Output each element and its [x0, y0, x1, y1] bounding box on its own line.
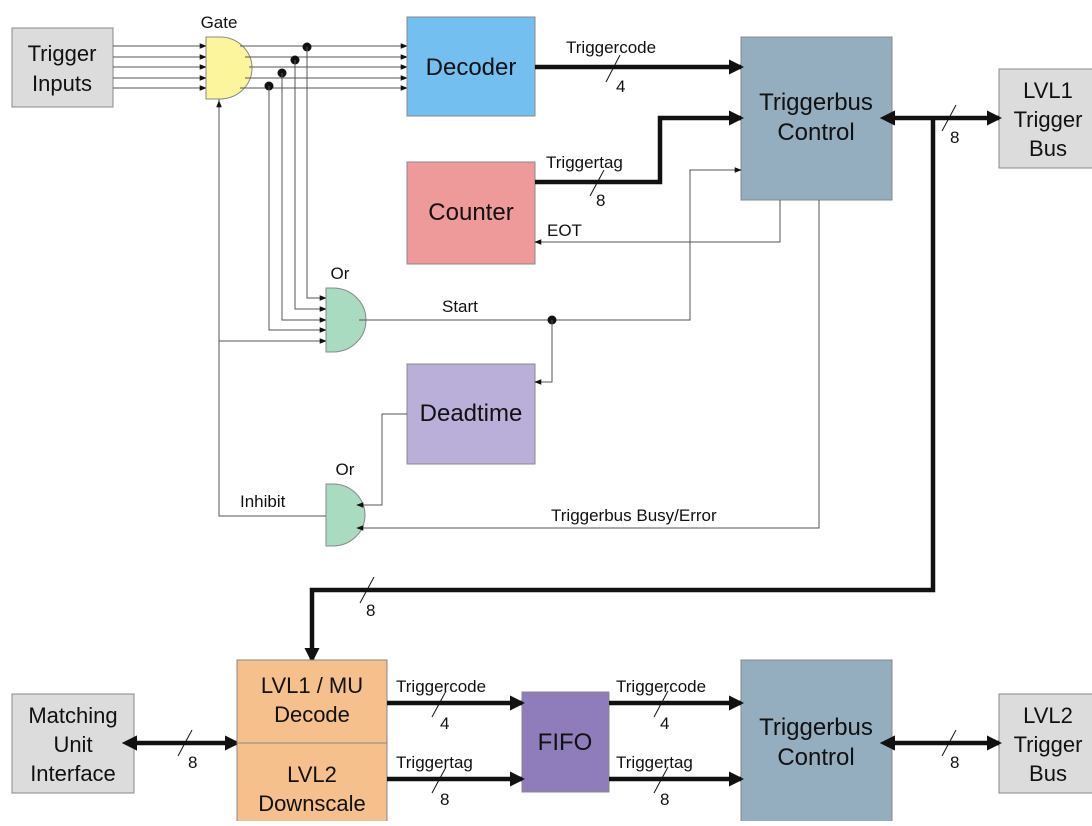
triggercode-top-bus: Triggercode 4: [535, 38, 745, 96]
lvl1-bus-width: 8: [950, 128, 959, 147]
fifo-block: FIFO: [521, 691, 610, 793]
eot-label: EOT: [547, 221, 582, 240]
or-tap-lines: [218, 42, 327, 344]
lvl1-mu-decode-label-2: Decode: [274, 702, 350, 727]
trigger-input-lines: [113, 43, 207, 91]
triggertag-top-bus: Triggertag 8: [535, 110, 745, 210]
trigger-inputs-rect: [11, 27, 114, 108]
triggerbus-control-top-label-1: Triggerbus: [759, 89, 873, 116]
lvl1-bidirectional-bus: 8: [879, 104, 1003, 147]
matching-unit-label-1: Matching: [28, 703, 117, 728]
lvl2-trigger-bus-block: LVL2 Trigger Bus: [998, 693, 1092, 794]
fifo-label: FIFO: [538, 729, 593, 756]
triggercode-top-label: Triggercode: [566, 38, 656, 57]
lvl2-trigger-bus-label-3: Bus: [1029, 761, 1067, 786]
matching-unit-interface-rect: [11, 693, 135, 794]
or-gate-top-shape: [325, 287, 367, 353]
deadtime-label: Deadtime: [420, 400, 523, 427]
busy-error-label: Triggerbus Busy/Error: [551, 506, 717, 525]
or-gate-bottom: Or: [325, 460, 366, 547]
counter-rect: [406, 161, 536, 265]
deadtime-to-or-line: [356, 413, 407, 508]
lvl1-trigger-bus-label-2: Trigger: [1014, 107, 1083, 132]
lvl1-mu-decode-block: LVL1 / MU Decode: [236, 659, 388, 744]
gate-shape: [205, 36, 253, 100]
decoder-block: Decoder: [406, 16, 536, 117]
lvl2-downscale-rect: [236, 742, 388, 826]
gate-output-lines: [240, 43, 408, 91]
decoder-rect: [406, 16, 536, 117]
triggercode-right-bus: Triggercode 4: [609, 677, 745, 733]
counter-label: Counter: [428, 199, 513, 226]
triggercode-mid-width: 4: [440, 714, 449, 733]
triggerbus-control-top-label-2: Control: [777, 119, 854, 146]
lvl2-trigger-bus-rect: [998, 693, 1092, 794]
triggercode-mid-label: Triggercode: [396, 677, 486, 696]
triggertag-mid-width: 8: [440, 790, 449, 809]
matching-bidirectional-bus: 8: [121, 729, 241, 772]
or-gate-top-label: Or: [331, 264, 350, 283]
triggercode-mid-bus: Triggercode 4: [387, 677, 526, 733]
lvl2-downscale-label-2: Downscale: [258, 791, 366, 816]
lvl2-bidirectional-bus: 8: [879, 729, 1003, 772]
inhibit-label: Inhibit: [240, 492, 286, 511]
lvl2-downscale-block: LVL2 Downscale: [236, 742, 388, 826]
matching-bus-width: 8: [188, 753, 197, 772]
deadtime-rect: [406, 363, 536, 465]
lvl1-trigger-bus-label-3: Bus: [1029, 136, 1067, 161]
lvl2-trigger-bus-label-2: Trigger: [1014, 732, 1083, 757]
triggerbus-control-bottom-label-2: Control: [777, 744, 854, 771]
or-gate-top: Or: [325, 264, 367, 353]
fifo-rect: [521, 691, 610, 793]
triggertag-right-label: Triggertag: [616, 753, 693, 772]
gate: Gate: [201, 13, 253, 100]
lvl1-mu-decode-rect: [236, 659, 388, 744]
eot-line: EOT: [534, 200, 781, 245]
lvl1-trigger-bus-rect: [998, 68, 1092, 169]
start-label: Start: [442, 297, 478, 316]
lvl2-downscale-label-1: LVL2: [287, 762, 337, 787]
lvl1-trigger-bus-block: LVL1 Trigger Bus: [998, 68, 1092, 169]
triggertag-top-label: Triggertag: [546, 153, 623, 172]
decoder-label: Decoder: [426, 54, 517, 81]
trigger-inputs-label-2: Inputs: [32, 71, 92, 96]
triggercode-right-width: 4: [660, 714, 669, 733]
triggertag-mid-label: Triggertag: [396, 753, 473, 772]
lvl1-to-decode-bus: 8: [304, 118, 936, 664]
lvl2-bus-width: 8: [950, 753, 959, 772]
gate-label: Gate: [201, 13, 238, 32]
triggertag-right-bus: Triggertag 8: [609, 753, 745, 809]
triggercode-top-width: 4: [616, 77, 625, 96]
or-gate-bottom-shape: [325, 483, 366, 547]
triggertag-top-width: 8: [596, 191, 605, 210]
triggerbus-control-bottom-label-1: Triggerbus: [759, 714, 873, 741]
trigger-inputs-block: Trigger Inputs: [11, 27, 114, 108]
lvl1-mu-decode-label-1: LVL1 / MU: [261, 673, 363, 698]
trigger-inputs-label-1: Trigger: [28, 41, 97, 66]
matching-unit-label-3: Interface: [30, 761, 116, 786]
start-line: Start: [359, 167, 742, 385]
triggercode-right-label: Triggercode: [616, 677, 706, 696]
busy-error-line: Triggerbus Busy/Error: [356, 200, 820, 531]
triggertag-mid-bus: Triggertag 8: [387, 753, 526, 809]
matching-unit-interface-block: Matching Unit Interface: [11, 693, 135, 794]
or-gate-bottom-label: Or: [336, 460, 355, 479]
triggerbus-control-top-rect: [740, 36, 893, 201]
counter-block: Counter: [406, 161, 536, 265]
down-bus-width: 8: [366, 601, 375, 620]
triggerbus-control-bottom-rect: [740, 659, 893, 826]
inhibit-line: Inhibit: [216, 100, 326, 517]
matching-unit-label-2: Unit: [53, 732, 92, 757]
triggertag-right-width: 8: [660, 790, 669, 809]
lvl2-trigger-bus-label-1: LVL2: [1023, 703, 1073, 728]
lvl1-trigger-bus-label-1: LVL1: [1023, 78, 1073, 103]
deadtime-block: Deadtime: [406, 363, 536, 465]
triggerbus-control-top-block: Triggerbus Control: [740, 36, 893, 201]
triggerbus-control-bottom-block: Triggerbus Control: [740, 659, 893, 826]
